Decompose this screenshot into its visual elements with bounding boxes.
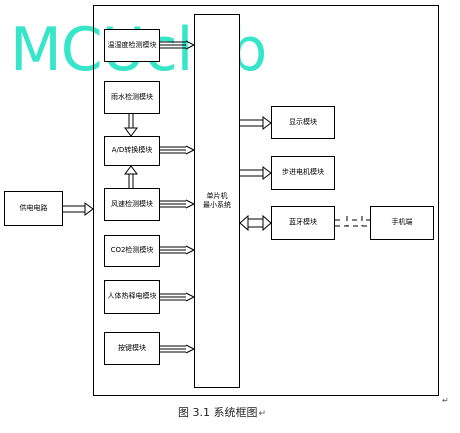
co2-label: CO2检测模块	[110, 246, 154, 255]
display-label: 显示模块	[289, 117, 317, 126]
pir-label: 人体热释电模块	[107, 292, 157, 301]
arrow-wind-to-adc	[124, 165, 138, 188]
arrow-power-to-system	[63, 202, 94, 216]
mcu-minimum-system: 单片机 最小系统	[194, 14, 240, 388]
keys-module: 按键模块	[104, 332, 160, 365]
wireless-link	[335, 216, 370, 227]
arrow-mcu-to-stepper	[240, 166, 272, 180]
wind-module: 风速检测模块	[104, 188, 160, 221]
pir-module: 人体热释电模块	[104, 280, 160, 314]
mcu-label-line2: 最小系统	[203, 201, 231, 209]
bluetooth-module: 蓝牙模块	[271, 206, 335, 240]
stepper-motor-module: 步进电机模块	[271, 156, 335, 190]
arrow-keys-to-mcu	[160, 344, 196, 354]
adc-module: A/D转换模块	[104, 136, 160, 166]
arrow-rain-to-adc	[124, 114, 138, 137]
arrow-pir-to-mcu	[160, 292, 196, 302]
arrow-wind-to-mcu	[160, 199, 196, 209]
arrow-adc-to-mcu	[160, 145, 196, 155]
arrow-mcu-bluetooth	[239, 214, 272, 232]
paragraph-return-mark: ↵	[442, 396, 449, 405]
caption-return-mark: ↵	[258, 409, 267, 419]
stepper-label: 步进电机模块	[282, 168, 324, 177]
rain-label: 雨水检测模块	[111, 92, 153, 101]
rain-module: 雨水检测模块	[104, 81, 160, 114]
figure-caption: 图 3.1 系统框图↵	[178, 404, 266, 420]
co2-module: CO2检测模块	[104, 235, 160, 267]
keys-label: 按键模块	[118, 343, 146, 352]
arrow-co2-to-mcu	[160, 245, 196, 255]
phone-label: 手机端	[391, 218, 413, 227]
phone-terminal: 手机端	[370, 206, 434, 240]
power-supply-circuit: 供电电路	[4, 191, 63, 226]
mcu-label-line1: 单片机	[206, 191, 228, 200]
caption-text: 图 3.1 系统框图	[178, 406, 258, 419]
power-label: 供电电路	[19, 203, 48, 212]
display-module: 显示模块	[271, 106, 335, 139]
adc-label: A/D转换模块	[111, 146, 153, 155]
temp-humidity-module: 温湿度检测模块	[104, 29, 160, 62]
arrow-mcu-to-display	[240, 116, 272, 130]
system-boundary	[93, 5, 439, 396]
temp-humidity-label: 温湿度检测模块	[107, 40, 157, 49]
bluetooth-label: 蓝牙模块	[289, 218, 317, 227]
arrow-temp-to-mcu	[160, 40, 196, 50]
wind-label: 风速检测模块	[111, 199, 153, 208]
